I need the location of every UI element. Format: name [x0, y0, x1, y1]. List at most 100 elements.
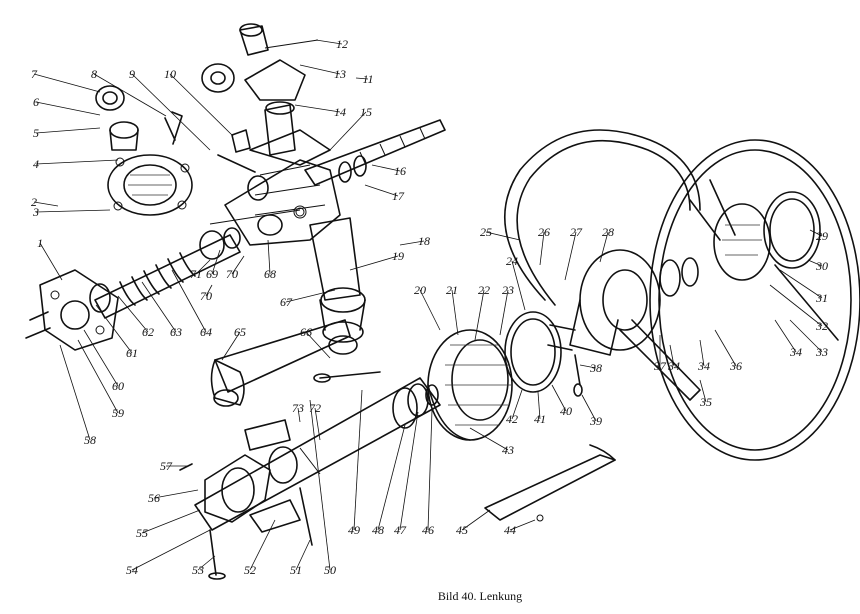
leader-line: [564, 231, 577, 281]
part-label: 39: [589, 414, 602, 428]
part-label: 15: [360, 105, 372, 119]
leader-line: [669, 344, 675, 367]
leader-line: [537, 391, 541, 420]
leader-line: [349, 255, 399, 271]
bolt-9-10: [217, 129, 256, 173]
leader-line: [329, 111, 367, 151]
leader-line: [461, 509, 491, 531]
leader-line: [297, 407, 301, 423]
leader-line: [399, 411, 419, 531]
part-label: 21: [446, 283, 458, 297]
leader-line: [485, 231, 521, 241]
horn-ring: [504, 311, 562, 393]
leader-line: [399, 240, 425, 246]
leader-line: [35, 101, 101, 116]
leader-line: [93, 73, 167, 117]
part-label: 65: [234, 325, 246, 339]
sector-shaft: [309, 217, 366, 343]
part-label: 55: [136, 526, 148, 540]
leader-line: [474, 289, 485, 341]
part-label: 36: [729, 359, 742, 373]
part-label: 71: [190, 267, 202, 281]
part-label: 48: [372, 523, 384, 537]
leader-line: [579, 364, 597, 369]
leader-line: [33, 73, 101, 93]
leader-line: [169, 73, 234, 137]
part-label: 31: [815, 291, 828, 305]
horn-button: [659, 191, 821, 297]
leader-line: [807, 259, 823, 267]
steering-column-tube: [179, 377, 441, 580]
leader-line: [221, 331, 241, 361]
part-label: 8: [91, 67, 97, 81]
leader-line: [451, 289, 459, 336]
part-label: 10: [164, 67, 176, 81]
steering-wheel: [503, 129, 860, 461]
part-label: 70: [226, 267, 238, 281]
leader-line: [39, 242, 63, 281]
leader-line: [699, 339, 705, 367]
leader-line: [77, 339, 119, 414]
leader-line: [419, 289, 441, 331]
leader-line: [315, 39, 343, 45]
leader-line: [59, 344, 91, 441]
leader-line: [427, 409, 433, 531]
part-label: 30: [815, 259, 828, 273]
part-label: 54: [126, 563, 138, 577]
leader-line: [141, 509, 201, 534]
part-label: 42: [506, 412, 518, 426]
leader-line: [779, 269, 823, 299]
part-label: 57: [160, 459, 173, 473]
part-label: 24: [506, 254, 518, 268]
leader-line: [35, 159, 119, 165]
leader-line: [205, 284, 213, 297]
part-label: 23: [502, 283, 514, 297]
worm-shaft: [304, 119, 446, 186]
leader-line: [769, 284, 823, 327]
part-label: 6: [33, 95, 39, 109]
part-label: 18: [418, 234, 430, 248]
leader-line: [355, 77, 369, 80]
leader-line: [33, 201, 59, 207]
leader-line: [35, 209, 111, 213]
part-label: 9: [129, 67, 135, 81]
part-label: 49: [348, 523, 360, 537]
leader-line: [599, 231, 609, 263]
mounting-bracket: [25, 269, 119, 351]
part-label: 13: [334, 67, 346, 81]
part-label: 28: [602, 225, 614, 239]
part-label: 20: [414, 283, 426, 297]
leader-line: [309, 399, 331, 571]
leader-line: [267, 239, 271, 275]
leader-line: [83, 329, 119, 387]
leader-line: [295, 539, 311, 571]
leader-line: [294, 104, 341, 113]
part-label: 29: [816, 229, 828, 243]
part-label: 53: [192, 563, 204, 577]
part-label: 46: [422, 523, 434, 537]
part-label: 3: [32, 205, 39, 219]
column-bearings: [313, 371, 439, 429]
leader-line: [131, 73, 211, 151]
part-label: 59: [112, 406, 124, 420]
part-label: 63: [170, 325, 182, 339]
part-label: 19: [392, 249, 404, 263]
leader-line: [95, 304, 133, 354]
leader-line: [171, 269, 207, 333]
part-label: 56: [148, 491, 160, 505]
part-label: 38: [589, 361, 602, 375]
part-label: 7: [31, 67, 38, 81]
leader-line: [249, 519, 276, 571]
top-cover-assembly: [201, 23, 319, 156]
leader-line: [539, 231, 545, 266]
switch-housing: [427, 329, 513, 441]
leader-line: [551, 384, 567, 412]
leader-line: [153, 489, 199, 499]
part-label: 25: [480, 225, 492, 239]
part-label: 40: [560, 404, 572, 418]
flange-assembly: [95, 85, 193, 216]
steering-hub: [547, 249, 661, 397]
leader-line: [371, 164, 401, 172]
